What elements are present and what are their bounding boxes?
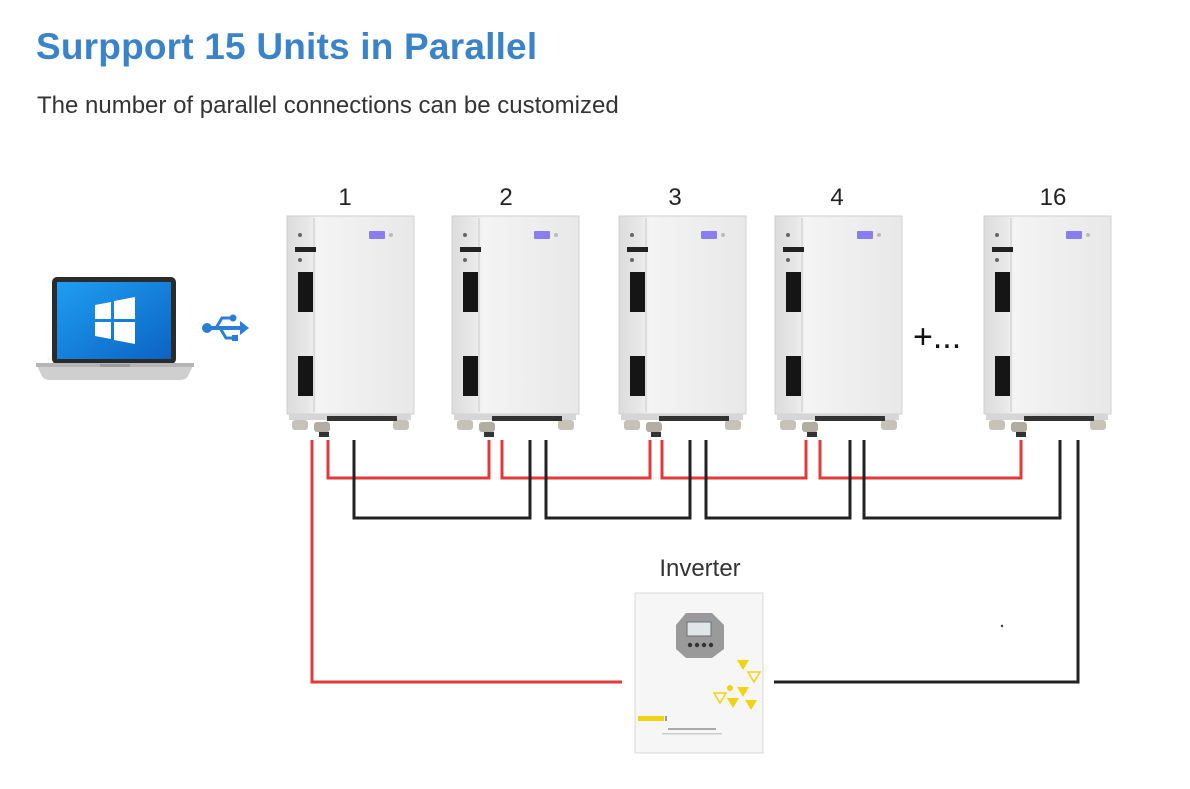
positive-cables: [310, 440, 1023, 684]
usb-icon: [202, 314, 249, 341]
positive-cable-3-4: [660, 440, 808, 480]
unit-label-1: 1: [338, 184, 352, 211]
laptop-windows-icon: [36, 277, 194, 380]
negative-cable-2-3: [544, 440, 692, 520]
negative-cables: [352, 440, 1080, 684]
battery-unit-2: [451, 215, 580, 437]
inverter-device: [634, 592, 764, 754]
more-units-label: +...: [913, 318, 962, 356]
battery-unit-3: [618, 215, 747, 437]
positive-cable-2-3: [500, 440, 652, 480]
battery-unit-16: [983, 215, 1112, 437]
page-subtitle: The number of parallel connections can b…: [37, 92, 619, 119]
inverter-label: Inverter: [659, 555, 741, 582]
unit-label-3: 3: [668, 184, 682, 211]
negative-cable-3-4: [704, 440, 852, 520]
positive-cable-main: [310, 440, 622, 684]
negative-cable-1-2: [352, 440, 532, 520]
negative-cable-4-16: [862, 440, 1062, 520]
battery-unit-4: [774, 215, 903, 437]
unit-label-2: 2: [499, 184, 513, 211]
negative-cable-main: [774, 440, 1080, 684]
stray-dot: [1000, 624, 1004, 628]
unit-label-4: 4: [830, 184, 844, 211]
positive-cable-1-2: [326, 440, 491, 480]
positive-cable-4-16: [818, 440, 1023, 480]
unit-label-16: 16: [1039, 184, 1067, 211]
page-title: Surpport 15 Units in Parallel: [36, 26, 538, 67]
battery-unit-1: [286, 215, 415, 437]
